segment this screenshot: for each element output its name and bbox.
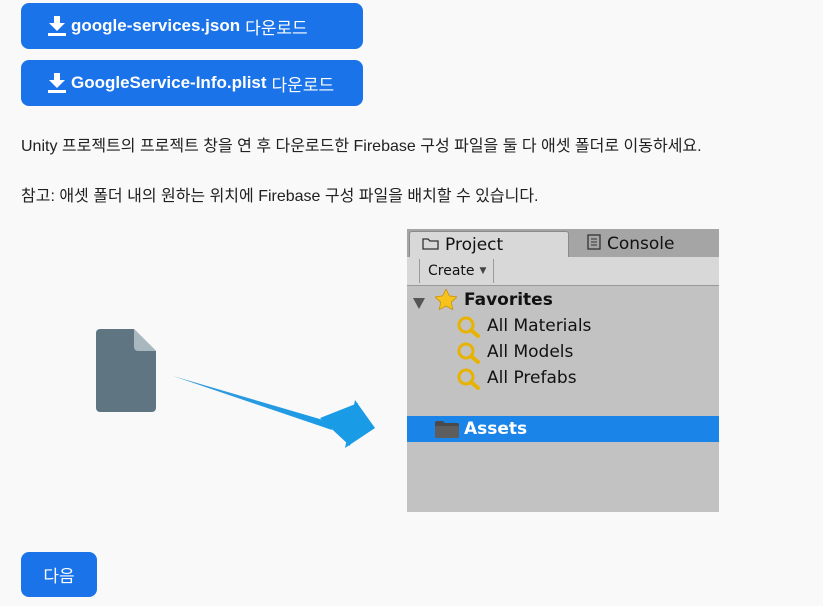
create-label: Create <box>428 263 475 279</box>
download-suffix: 다운로드 <box>271 75 335 95</box>
assets-folder[interactable]: Assets <box>407 416 719 442</box>
favorite-item-label: All Models <box>487 342 574 362</box>
unity-project-window: Project Console Create ▼ Favorites All M… <box>407 229 719 512</box>
tab-bar: Project Console <box>407 229 719 257</box>
create-dropdown[interactable]: Create ▼ <box>419 259 494 283</box>
tab-console[interactable]: Console <box>571 231 719 257</box>
assets-label: Assets <box>464 419 528 439</box>
download-icon <box>48 73 66 93</box>
download-icon <box>48 16 66 36</box>
favorite-item-label: All Materials <box>487 316 592 336</box>
star-icon <box>434 288 458 315</box>
search-icon <box>457 342 481 369</box>
download-filename: google-services.json <box>71 16 241 35</box>
favorite-item-all-models[interactable]: All Models <box>407 339 719 365</box>
file-icon <box>96 329 156 412</box>
tab-label: Project <box>445 234 504 255</box>
download-suffix: 다운로드 <box>245 18 308 38</box>
favorite-item-all-prefabs[interactable]: All Prefabs <box>407 365 719 391</box>
folder-icon <box>435 421 459 443</box>
expand-triangle-icon[interactable] <box>413 294 425 314</box>
folder-icon <box>422 235 439 255</box>
project-toolbar: Create ▼ <box>407 257 719 286</box>
search-icon <box>457 316 481 343</box>
instruction-text: Unity 프로젝트의 프로젝트 창을 연 후 다운로드한 Firebase 구… <box>21 138 702 155</box>
favorite-item-all-materials[interactable]: All Materials <box>407 313 719 339</box>
tab-label: Console <box>607 234 675 254</box>
console-icon <box>587 233 601 255</box>
note-text: 참고: 애셋 폴더 내의 원하는 위치에 Firebase 구성 파일을 배치할… <box>21 188 539 205</box>
favorites-folder[interactable]: Favorites <box>407 287 719 313</box>
download-google-services-button[interactable]: google-services.json 다운로드 <box>21 3 363 49</box>
next-button[interactable]: 다음 <box>21 552 97 597</box>
arrow-icon <box>170 370 385 455</box>
favorite-item-label: All Prefabs <box>487 368 577 388</box>
download-googleservice-info-button[interactable]: GoogleService-Info.plist 다운로드 <box>21 60 363 106</box>
chevron-down-icon: ▼ <box>479 266 487 276</box>
download-filename: GoogleService-Info.plist <box>71 73 267 92</box>
favorites-label: Favorites <box>464 290 553 310</box>
tab-project[interactable]: Project <box>409 231 569 257</box>
search-icon <box>457 368 481 395</box>
